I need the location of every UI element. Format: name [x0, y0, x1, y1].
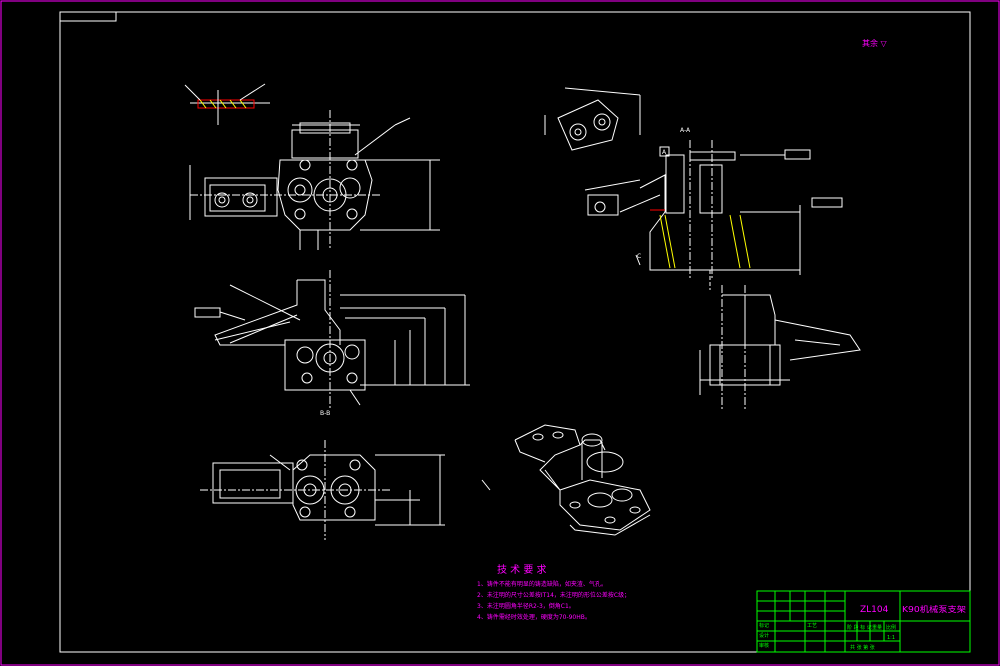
view-label-section-b: B-B [320, 410, 330, 417]
view-section-a [544, 87, 843, 290]
tech-req-title: 技 术 要 求 [497, 563, 547, 576]
corner-tab [59, 11, 117, 22]
title-row-label-4: 工艺 [807, 623, 817, 629]
view-top-left [184, 83, 440, 250]
view-middle-right [699, 285, 861, 410]
title-material: ZL104 [860, 605, 889, 615]
view-label-c: C [637, 253, 641, 260]
tech-req-line-1: 1、铸件不能有明显的铸造缺陷，如夹渣、气孔。 [477, 580, 607, 588]
title-row-label-2: 设计 [759, 632, 769, 639]
tech-req-line-4: 4、铸件需经时效处理，硬度为70-90HB。 [477, 613, 591, 621]
roughness-note: 其余 ▽ [862, 38, 888, 48]
title-stage-label: 阶 段 标 记 [847, 624, 872, 631]
inner-frame [59, 11, 971, 653]
tech-req-line-2: 2、未注明的尺寸公差按IT14，未注明的形位公差按C级； [477, 591, 630, 599]
title-row-label-3: 审核 [759, 642, 769, 649]
title-part-name: K90机械泵支架 [902, 604, 966, 614]
title-row-label-1: 标记 [759, 622, 769, 629]
title-sheet-info: 共 张 第 张 [850, 644, 875, 651]
title-block [756, 590, 971, 653]
view-isometric [514, 424, 651, 536]
view-label-section-a: A-A [680, 127, 691, 134]
datum-a-box [659, 146, 670, 157]
view-bottom-left [200, 440, 491, 540]
datum-a-label: A [662, 149, 667, 156]
title-scale-value: 1:1 [887, 635, 895, 641]
title-weight-label: 重量 [872, 624, 882, 631]
tech-req-line-3: 3、未注明圆角半径R2-3，倒角C1。 [477, 602, 575, 610]
view-middle-left [194, 270, 470, 410]
title-scale-label: 比例 [886, 624, 896, 631]
